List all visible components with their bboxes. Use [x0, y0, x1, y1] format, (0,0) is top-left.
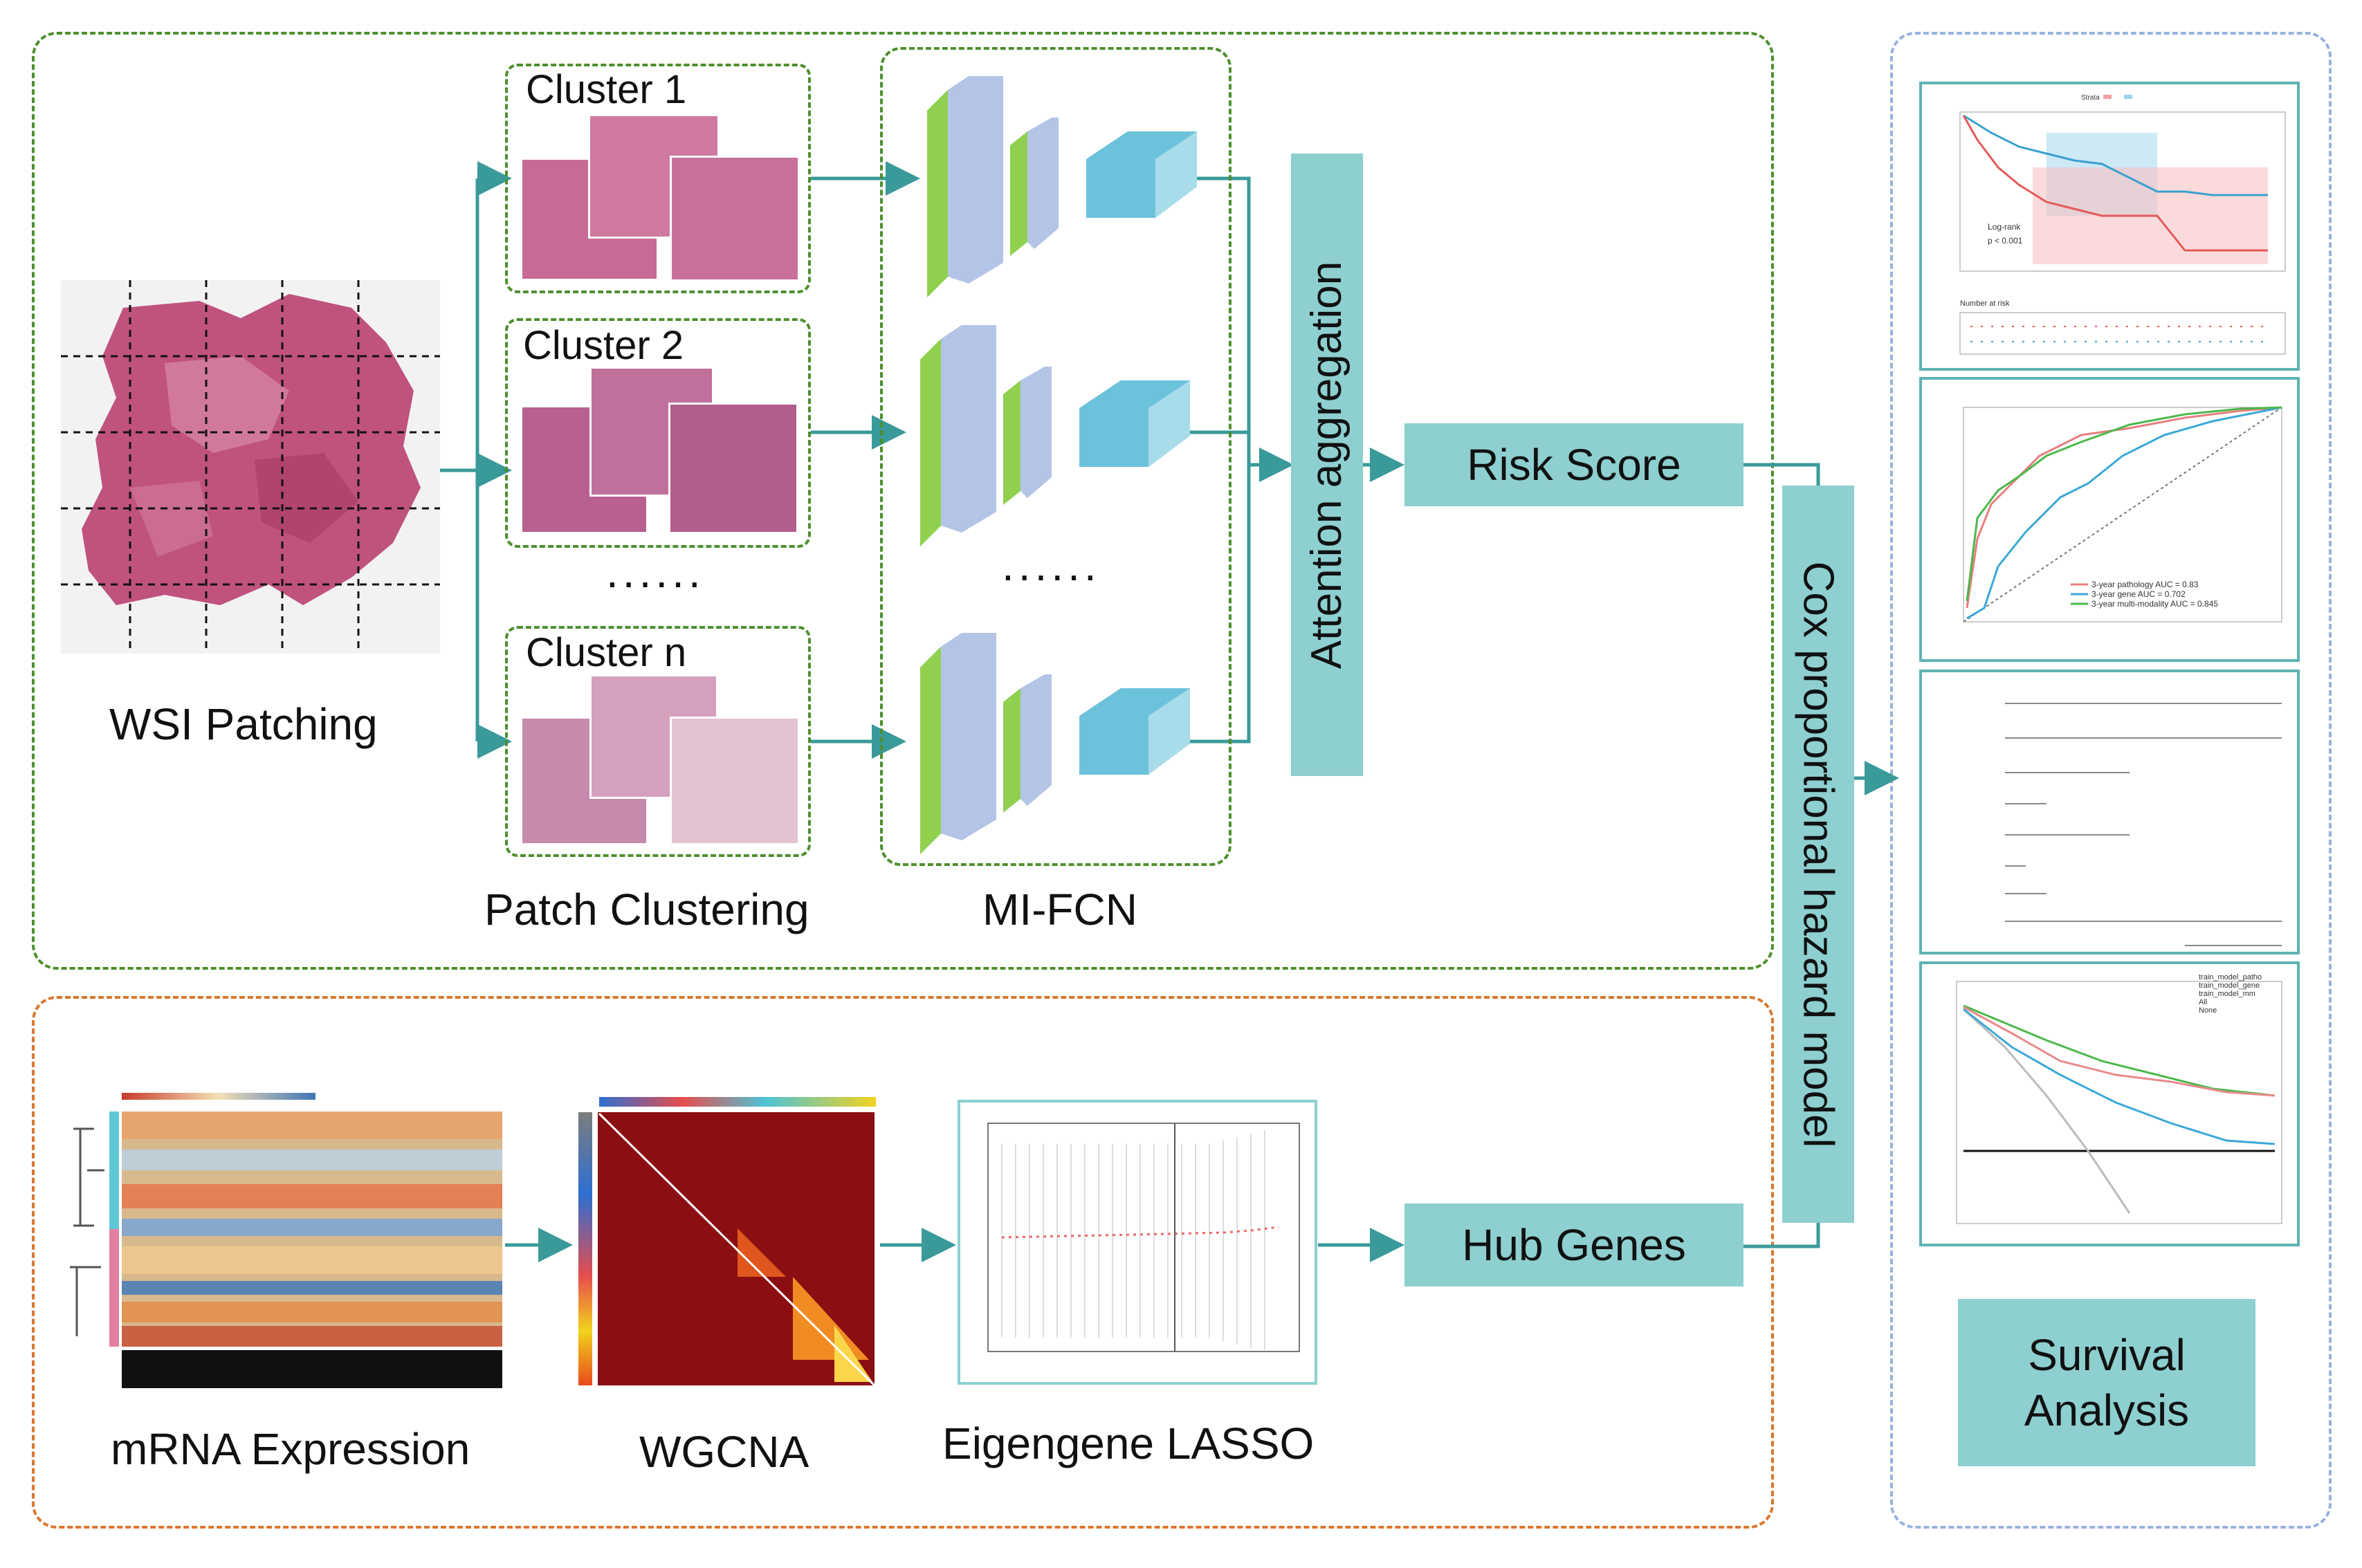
km-p-value: p < 0.001 — [1988, 236, 2023, 246]
cluster-ellipsis: ...... — [606, 547, 705, 597]
roc-legend-gene: 3-year gene AUC = 0.702 — [2091, 589, 2186, 599]
cluster-1-box — [505, 64, 811, 293]
roc-plot: 3-year pathology AUC = 0.83 3-year gene … — [1919, 377, 2300, 662]
dca-legend-mm: train_model_mm — [2199, 990, 2255, 998]
km-log-rank: Log-rank — [1988, 222, 2021, 232]
dca-legend-patho: train_model_patho — [2199, 973, 2262, 981]
roc-legend-multi: 3-year multi-modality AUC = 0.845 — [2091, 599, 2218, 609]
cluster-n-patch-c — [670, 717, 800, 845]
km-risk-table-title: Number at risk — [1960, 299, 2010, 308]
km-plot: Strata Log-rank p < 0.001 Number at risk — [1919, 82, 2300, 371]
dca-plot: train_model_patho train_model_gene train… — [1919, 961, 2300, 1246]
cox-model-box: Cox proportional hazard model — [1782, 486, 1854, 1223]
wgcna-label: WGCNA — [639, 1427, 809, 1477]
survival-analysis-line1: Survival — [2028, 1330, 2186, 1380]
survival-analysis-box: Survival Analysis — [1958, 1299, 2255, 1466]
mrna-expression-label: mRNA Expression — [111, 1424, 470, 1474]
dca-legend-all: All — [2199, 998, 2207, 1006]
dca-legend-gene: train_model_gene — [2199, 981, 2260, 990]
lasso-plot — [958, 1100, 1317, 1385]
genomics-panel — [32, 996, 1774, 1529]
hub-genes-label: Hub Genes — [1462, 1220, 1686, 1270]
dca-legend-none: None — [2199, 1006, 2217, 1015]
mi-fcn-box — [880, 47, 1232, 866]
mrna-heatmap — [70, 1093, 502, 1388]
cluster-n-box — [505, 626, 811, 857]
fcn-network-n — [920, 633, 1190, 854]
survival-analysis-line2: Analysis — [2024, 1385, 2190, 1435]
cluster-2-box — [505, 318, 811, 548]
cluster-1-patch-c — [670, 156, 800, 282]
pathology-panel — [32, 32, 1774, 970]
eigengene-lasso-label: Eigengene LASSO — [942, 1419, 1315, 1468]
cluster-1-label: Cluster 1 — [526, 67, 687, 112]
risk-score-label: Risk Score — [1467, 440, 1681, 490]
cluster-2-label: Cluster 2 — [523, 323, 684, 368]
fcn-network-1 — [927, 76, 1197, 297]
risk-score-box: Risk Score — [1404, 423, 1743, 506]
fcn-ellipsis: ...... — [1002, 540, 1101, 590]
roc-legend-pathology: 3-year pathology AUC = 0.83 — [2091, 580, 2199, 589]
wsi-patching-label: WSI Patching — [109, 699, 378, 749]
attention-aggregation-box: Attention aggregation — [1291, 154, 1363, 776]
fcn-network-2 — [920, 325, 1190, 546]
hub-genes-box: Hub Genes — [1404, 1203, 1743, 1286]
cluster-2-patch-c — [668, 403, 798, 534]
nomogram-plot — [1919, 670, 2300, 954]
patch-clustering-label: Patch Clustering — [484, 885, 809, 934]
cox-model-label: Cox proportional hazard model — [1794, 561, 1842, 1147]
mi-fcn-label: MI-FCN — [982, 885, 1137, 934]
wgcna-heatmap — [578, 1097, 876, 1387]
fcn-networks — [920, 76, 1197, 854]
attention-aggregation-label: Attention aggregation — [1303, 261, 1351, 669]
wsi-image — [61, 280, 440, 654]
svg-text:Strata: Strata — [2081, 94, 2100, 102]
cluster-n-label: Cluster n — [526, 630, 687, 675]
